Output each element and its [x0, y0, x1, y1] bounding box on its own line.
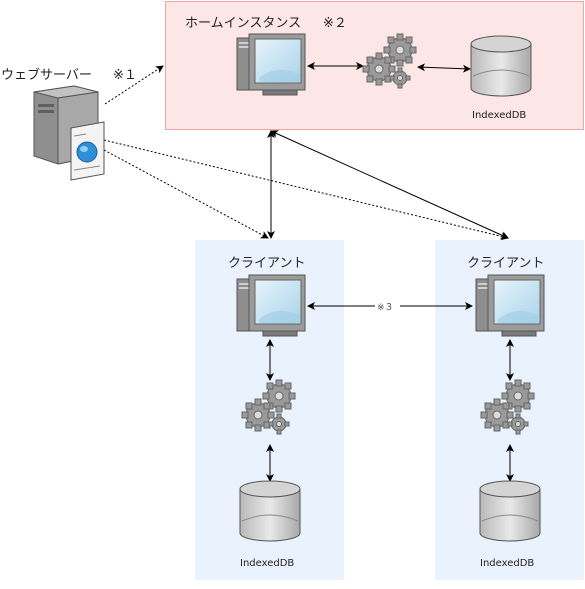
client-right-monitor-icon [475, 274, 545, 337]
home-db-label: IndexedDB [472, 110, 527, 121]
edge-server-home [104, 65, 164, 105]
edges-dotted [103, 65, 509, 241]
edges-solid [266, 62, 514, 482]
home-gears-icon [362, 33, 417, 89]
p2p-note: ※３ [377, 303, 394, 313]
client-right-db-label: IndexedDB [480, 558, 535, 569]
web-server-note: ※１ [113, 68, 137, 83]
home-monitor-icon [236, 33, 306, 96]
client-right-label: クライアント [467, 256, 545, 271]
client-left-db-label: IndexedDB [240, 558, 295, 569]
edge-server-client-left [103, 149, 269, 239]
client-left-gears-icon [241, 379, 296, 435]
client-left-label: クライアント [228, 256, 306, 271]
edge-home-client-right [270, 130, 509, 239]
home-database-icon [470, 35, 532, 97]
web-server-label: ウェブサーバー [1, 68, 92, 83]
home-instance-label: ホームインスタンス [185, 16, 302, 31]
client-left-monitor-icon [236, 274, 306, 337]
client-left-database-icon [239, 480, 301, 542]
client-right-gears-icon [480, 379, 535, 435]
client-right-database-icon [479, 480, 541, 542]
home-instance-note: ※２ [323, 16, 347, 31]
edge-server-client-right [103, 139, 509, 241]
server-icon [33, 85, 105, 181]
edge-home-gears-db [417, 63, 471, 73]
